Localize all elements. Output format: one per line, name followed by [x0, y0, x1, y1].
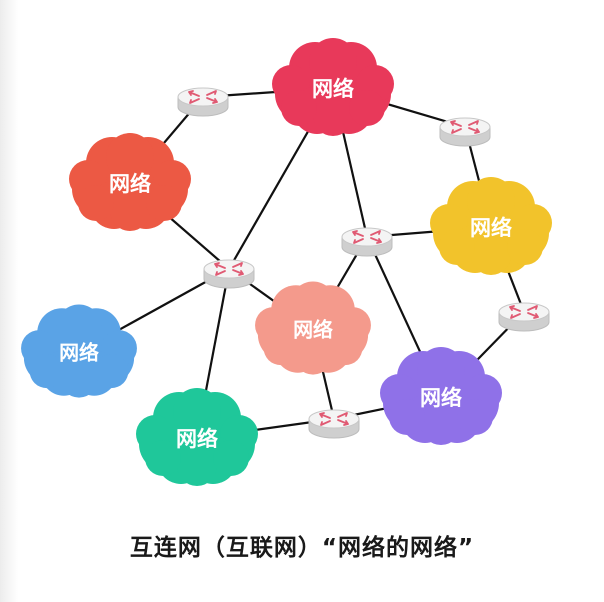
diagram-caption: 互连网（互联网）“网络的网络” [129, 535, 475, 561]
page-edge-shadow [0, 0, 18, 602]
router-icon [177, 87, 229, 117]
cloud-label: 网络 [420, 386, 462, 410]
cloud-label: 网络 [312, 77, 354, 101]
cloud-purple: 网络 [380, 347, 502, 445]
router-icon [498, 302, 550, 332]
routers-layer [177, 87, 550, 439]
cloud-label: 网络 [59, 341, 99, 365]
cloud-label: 网络 [176, 427, 218, 451]
cloud-red: 网络 [69, 133, 191, 231]
cloud-green: 网络 [136, 388, 258, 486]
router-icon [203, 259, 255, 289]
router-icon [308, 409, 360, 439]
cloud-yellow: 网络 [430, 177, 552, 275]
router-icon [341, 227, 393, 257]
cloud-crimson: 网络 [272, 38, 394, 136]
cloud-blue: 网络 [21, 304, 137, 398]
cloud-label: 网络 [293, 318, 333, 342]
cloud-salmon: 网络 [255, 281, 371, 375]
cloud-label: 网络 [470, 216, 512, 240]
router-icon [439, 117, 491, 147]
cloud-label: 网络 [109, 172, 151, 196]
